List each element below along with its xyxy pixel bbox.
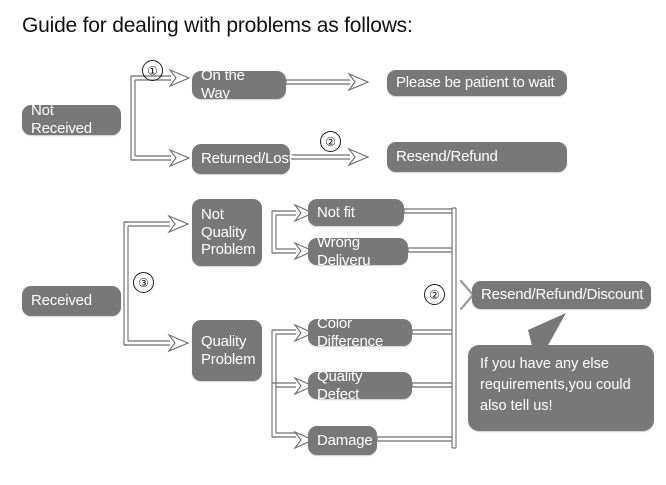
node-quality-problem[interactable]: Quality Problem <box>192 320 262 381</box>
node-not-fit[interactable]: Not fit <box>308 199 404 226</box>
node-received[interactable]: Received <box>22 286 121 316</box>
node-not-quality-problem[interactable]: Not Quality Problem <box>192 199 262 266</box>
node-returned-lost[interactable]: Returned/Lost <box>192 144 293 174</box>
node-quality-defect[interactable]: Quality Defect <box>308 368 412 403</box>
step-marker-3: ③ <box>133 272 154 293</box>
node-wrong-delivery[interactable]: Wrong Deliveru <box>308 234 408 269</box>
node-please-be-patient-to-wait[interactable]: Please be patient to wait <box>387 70 567 96</box>
page-title: Guide for dealing with problems as follo… <box>22 14 413 37</box>
node-not-received[interactable]: Not Received <box>22 102 121 137</box>
note-speech-bubble: If you have any else requirements,you co… <box>468 345 654 431</box>
node-damage[interactable]: Damage <box>308 426 377 455</box>
node-on-the-way[interactable]: On the Way <box>192 67 286 102</box>
node-resend-refund[interactable]: Resend/Refund <box>387 142 567 172</box>
step-marker-2-top: ② <box>320 131 341 152</box>
step-marker-2-bottom: ② <box>424 284 445 305</box>
node-resend-refund-discount[interactable]: Resend/Refund/Discount <box>472 281 651 309</box>
step-marker-1: ① <box>142 60 163 81</box>
node-color-difference[interactable]: Color Difference <box>308 315 412 350</box>
